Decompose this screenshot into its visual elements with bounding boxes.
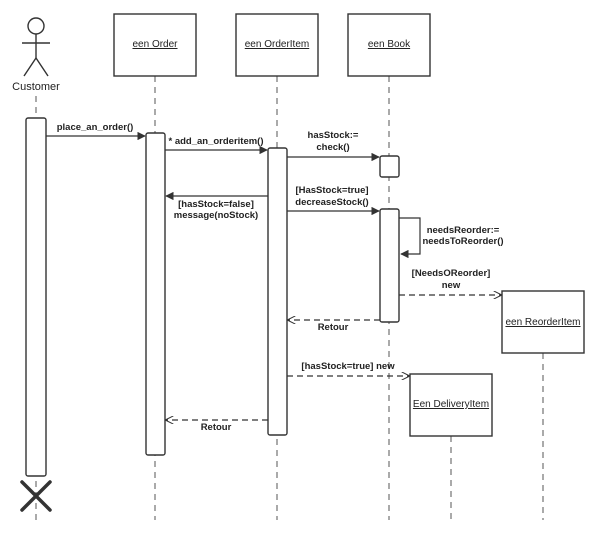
msg-nostock-label-line1: [hasStock=false] bbox=[178, 199, 254, 210]
msg-new-reorderitem-label-line1: [NeedsOReorder] bbox=[412, 268, 491, 279]
book-decrease-activation bbox=[379, 208, 400, 323]
deliveryitem-object-box bbox=[409, 373, 493, 437]
msg-retour-book-label: Retour bbox=[318, 322, 349, 333]
reorderitem-object-box bbox=[501, 290, 585, 354]
msg-needsreorder-label-line2: needsToReorder() bbox=[422, 236, 503, 247]
msg-check-label-line1: hasStock:= bbox=[308, 130, 359, 141]
deliveryitem-object-label: Een DeliveryItem bbox=[413, 399, 489, 410]
customer-actor-label: Customer bbox=[12, 81, 60, 93]
book-object-label: een Book bbox=[368, 39, 411, 50]
orderitem-object-box bbox=[235, 13, 319, 77]
orderitem-activation bbox=[267, 147, 288, 436]
msg-retour-orderitem-label: Retour bbox=[201, 422, 232, 433]
msg-decrease-label-line1: [HasStock=true] bbox=[295, 185, 368, 196]
destroy-x-mark bbox=[20, 480, 52, 512]
book-object-box bbox=[347, 13, 431, 77]
reorderitem-object-label: een ReorderItem bbox=[505, 317, 580, 328]
orderitem-object-label: een OrderItem bbox=[245, 39, 309, 50]
msg-needsreorder-self-arrow bbox=[399, 217, 421, 259]
order-object-box bbox=[113, 13, 197, 77]
msg-nostock-label-line2: message(noStock) bbox=[174, 210, 258, 221]
msg-new-reorderitem-label-line2: new bbox=[442, 280, 461, 291]
book-check-activation bbox=[379, 155, 400, 178]
msg-place-order-label: place_an_order() bbox=[57, 122, 134, 133]
msg-check-label-line2: check() bbox=[316, 142, 349, 153]
order-activation bbox=[145, 132, 166, 456]
msg-new-deliveryitem-label: [hasStock=true] new bbox=[301, 361, 395, 372]
msg-add-orderitem-label: * add_an_orderitem() bbox=[168, 136, 263, 147]
customer-actor-icon bbox=[22, 17, 50, 77]
msg-decrease-label-line2: decreaseStock() bbox=[295, 197, 368, 208]
customer-activation bbox=[25, 117, 47, 477]
order-object-label: een Order bbox=[132, 39, 178, 50]
msg-needsreorder-label-line1: needsReorder:= bbox=[427, 225, 500, 236]
